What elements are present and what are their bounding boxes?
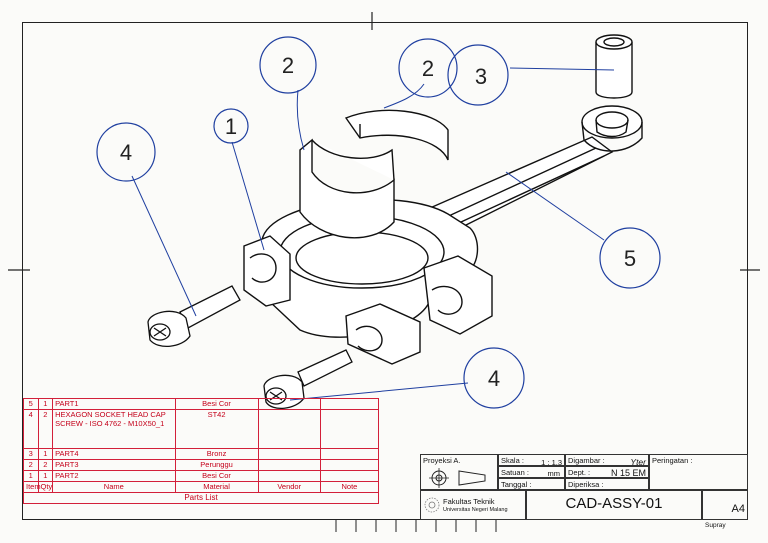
- balloon-4b: 4: [488, 366, 500, 391]
- unit-label: Satuan :: [501, 468, 529, 477]
- balloon-4a: 4: [120, 140, 132, 165]
- item-cell: 4: [23, 409, 39, 449]
- university-logo-icon: [424, 497, 440, 513]
- university-name: Universitas Negeri Malang: [443, 507, 508, 513]
- material-cell: Bronz: [174, 448, 259, 460]
- frame-center-marks: [8, 12, 760, 271]
- header-note: Note: [319, 481, 380, 493]
- vendor-cell: [257, 448, 321, 460]
- parts-row: 1 1 PART2 Besi Cor: [23, 470, 380, 482]
- material-cell: ST42: [174, 409, 259, 449]
- checked-label: Diperiksa :: [568, 480, 604, 489]
- drawing-frame: [22, 22, 748, 520]
- institution-cell: Fakultas Teknik Universitas Negeri Malan…: [420, 490, 526, 520]
- header-material: Material: [174, 481, 259, 493]
- name-cell: PART2: [52, 470, 176, 482]
- name-cell: PART4: [52, 448, 176, 460]
- parts-list-table: 5 1 PART1 Besi Cor 4 2 HEXAGON SOCKET HE…: [23, 398, 380, 504]
- balloon-3: 3: [475, 64, 487, 89]
- small-end-bushing: [595, 34, 633, 99]
- note-cell: [319, 470, 380, 482]
- unit-cell: Satuan : mm: [498, 466, 565, 478]
- balloon-2a: 2: [282, 53, 294, 78]
- header-name: Name: [52, 481, 176, 493]
- drawn-signature: Yter: [630, 457, 646, 466]
- name-cell: PART1: [52, 398, 176, 410]
- qty-cell: 2: [37, 459, 54, 471]
- date-label: Tanggal :: [501, 480, 532, 489]
- note-cell: [319, 409, 380, 449]
- dept-label: Dept. :: [568, 468, 591, 477]
- balloon-2b: 2: [422, 56, 434, 81]
- material-cell: Besi Cor: [174, 398, 259, 410]
- parts-caption-row: Parts List: [23, 492, 379, 504]
- scale-label: Skala :: [501, 456, 524, 465]
- material-cell: Perunggu: [174, 459, 259, 471]
- projection-cell: Proyeksi A.: [420, 454, 498, 490]
- parts-row: 4 2 HEXAGON SOCKET HEAD CAP SCREW - ISO …: [23, 409, 380, 449]
- drawn-label: Digambar :: [568, 456, 605, 465]
- note-cell: [319, 398, 380, 410]
- drawing-number: CAD-ASSY-01: [526, 490, 702, 520]
- parts-row: 5 1 PART1 Besi Cor: [23, 398, 380, 410]
- bearing-shells: [299, 109, 449, 239]
- item-cell: 5: [23, 398, 39, 410]
- balloon-1a: 1: [225, 114, 237, 139]
- note-cell: [319, 448, 380, 460]
- drawn-cell: Digambar : Yter: [565, 454, 649, 466]
- scale-cell: Skala : 1 : 1,3: [498, 454, 565, 466]
- scale-value: 1 : 1,3: [541, 458, 562, 466]
- material-cell: Besi Cor: [174, 470, 259, 482]
- parts-row: 2 2 PART3 Perunggu: [23, 459, 380, 471]
- faculty-name: Fakultas Teknik: [443, 497, 495, 506]
- vendor-cell: [257, 459, 321, 471]
- zone-ticks: [335, 520, 497, 532]
- note-cell: [319, 459, 380, 471]
- dept-value: N 15 EM: [610, 468, 646, 478]
- item-cell: 2: [23, 459, 39, 471]
- connecting-rod: [429, 105, 643, 237]
- qty-cell: 1: [37, 448, 54, 460]
- projection-label: Proyeksi A.: [423, 456, 461, 465]
- parts-row: 3 1 PART4 Bronz: [23, 448, 380, 460]
- parts-header-row: Item Qty Name Material Vendor Note: [23, 481, 380, 493]
- date-cell: Tanggal :: [498, 478, 565, 490]
- qty-cell: 2: [37, 409, 54, 449]
- vendor-cell: [257, 470, 321, 482]
- header-qty: Qty: [37, 481, 54, 493]
- balloon-5: 5: [624, 246, 636, 271]
- parts-list-caption: Parts List: [23, 492, 379, 504]
- vendor-cell: [257, 409, 321, 449]
- warning-cell: Peringatan :: [649, 454, 748, 490]
- balloon-circles: [96, 36, 661, 409]
- item-cell: 3: [23, 448, 39, 460]
- checked-cell: Diperiksa :: [565, 478, 649, 490]
- name-cell: PART3: [52, 459, 176, 471]
- projection-symbol-icon: [429, 468, 486, 488]
- unit-value: mm: [547, 469, 561, 478]
- header-vendor: Vendor: [257, 481, 321, 493]
- author-name: Supray: [705, 522, 726, 529]
- name-cell: HEXAGON SOCKET HEAD CAP SCREW - ISO 4762…: [52, 409, 176, 449]
- big-end-cap: [243, 198, 493, 365]
- header-item: Item: [23, 481, 41, 493]
- sheet-size: A4: [702, 490, 748, 520]
- leader-lines: [131, 67, 615, 401]
- qty-cell: 1: [37, 398, 54, 410]
- item-cell: 1: [23, 470, 39, 482]
- dept-cell: Dept. : N 15 EM: [565, 466, 649, 478]
- qty-cell: 1: [37, 470, 54, 482]
- vendor-cell: [257, 398, 321, 410]
- title-block: Proyeksi A. Skala : 1 : 1,3 Satuan : mm …: [420, 454, 748, 520]
- warning-label: Peringatan :: [652, 456, 693, 465]
